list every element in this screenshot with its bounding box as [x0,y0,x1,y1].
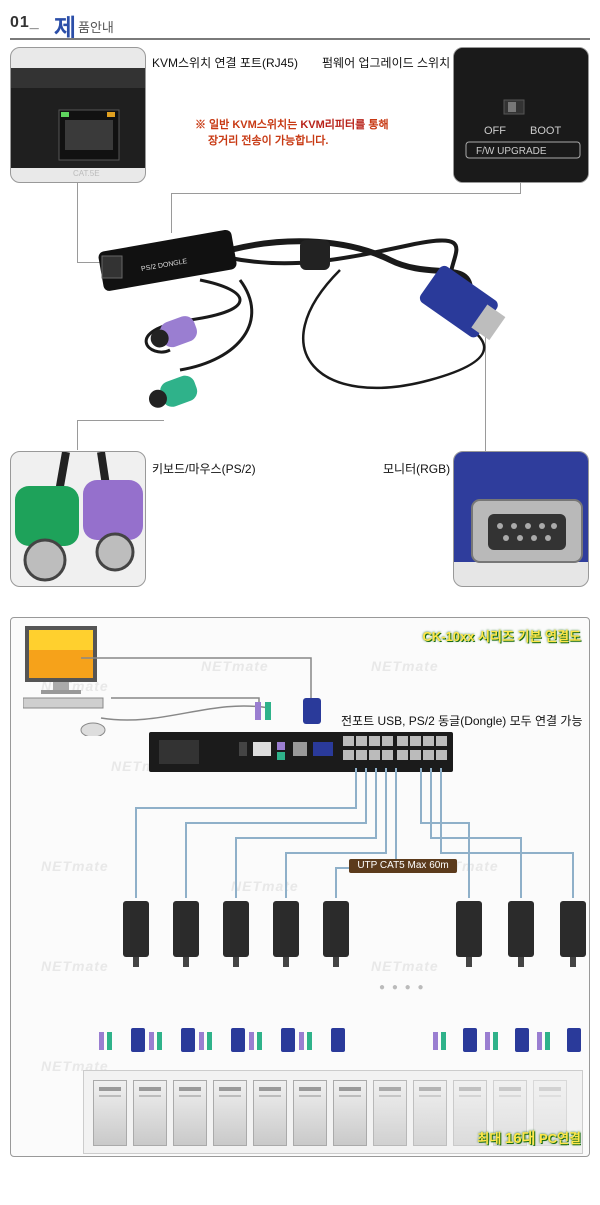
label-ps2: 키보드/마우스(PS/2) [152,462,256,476]
note-line-2: 장거리 전송이 가능합니다. [208,135,329,147]
rgb-photo-box [453,451,589,587]
rj45-photo-box: CAT.5E [10,47,146,183]
pc-6 [293,1080,327,1146]
max-pc-badge: 최대 16대 PC연결 [477,1130,581,1147]
pc-10 [453,1080,487,1146]
kvm-input-connectors [255,698,321,724]
fw-off-label: OFF [484,125,506,137]
section-header: 01_ 제 품안내 [10,8,590,42]
section-title-first: 제 [54,15,77,42]
pc-1 [93,1080,127,1146]
kvm-switch-icon [149,732,453,772]
dongle-compat-note: 전포트 USB, PS/2 동글(Dongle) 모두 연결 가능 [341,714,583,728]
pc-9 [413,1080,447,1146]
header-divider [10,38,590,40]
pc-12 [533,1080,567,1146]
pc-5 [253,1080,287,1146]
utp-cables [135,768,574,898]
monitor-icon [23,626,106,736]
cat5e-label: CAT.5E [73,169,100,178]
dongle-cable-image: PS/2 DONGLE [98,229,506,408]
dongle-1 [123,901,149,967]
pc-connectors [99,1028,581,1052]
fw-upgrade-label: F/W UPGRADE [476,146,547,157]
dongle-3 [223,901,249,967]
section-number: 01_ [10,14,40,31]
dongle-4 [273,901,299,967]
rj45-port-icon: CAT.5E [11,68,145,178]
dongle-2 [173,901,199,967]
connection-diagram: NETmate NETmate NETmate NETmate NETmate … [10,617,590,1157]
dongle-8 [560,901,586,967]
pc-11 [493,1080,527,1146]
label-monitor: 모니터(RGB) [383,462,451,476]
ps2-photo-box [10,451,146,587]
diagram-title: CK-10xx 시리즈 기본 연결도 [422,629,581,644]
dongle-7 [508,901,534,967]
section-title-rest: 품안내 [78,20,114,35]
more-dots: ● ● ● ● [379,982,426,993]
ps2-connector-icon [15,452,143,582]
vga-connector-icon [454,452,588,563]
pc-8 [373,1080,407,1146]
pc-2 [133,1080,167,1146]
pc-4 [213,1080,247,1146]
pc-3 [173,1080,207,1146]
dongle-6 [456,901,482,967]
firmware-switch-icon: OFF BOOT F/W UPGRADE [454,48,588,182]
fw-boot-label: BOOT [530,125,561,137]
pc-7 [333,1080,367,1146]
note-line-1: ※ 일반 KVM스위치는 KVM리피터를 통해 [195,119,389,131]
label-firmware-switch: 펌웨어 업그레이드 스위치 [322,56,451,70]
utp-cable-label: UTP CAT5 Max 60m [349,859,457,873]
dongle-5 [323,901,349,967]
label-rj45-port: KVM스위치 연결 포트(RJ45) [152,56,298,70]
firmware-photo-box: OFF BOOT F/W UPGRADE [453,47,589,183]
